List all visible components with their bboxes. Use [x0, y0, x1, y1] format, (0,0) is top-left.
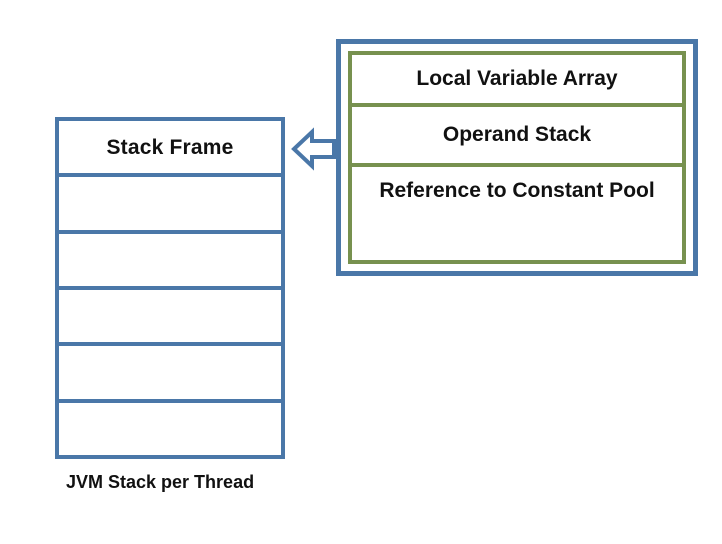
- jvm-stack-table: Stack Frame: [55, 117, 285, 459]
- stack-row-empty-1[interactable]: [59, 177, 281, 234]
- jvm-stack-caption: JVM Stack per Thread: [66, 472, 255, 492]
- stack-row-empty-2[interactable]: [59, 233, 281, 290]
- stack-frame-detail-inner: Local Variable Array Operand Stack Refer…: [348, 51, 686, 264]
- frame-part-label-1: Operand Stack: [442, 122, 592, 146]
- frame-part-operand-stack[interactable]: Operand Stack: [352, 107, 682, 167]
- stack-row-empty-4[interactable]: [59, 346, 281, 403]
- frame-part-reference-to-constant-pool[interactable]: Reference to Constant Pool: [352, 167, 682, 260]
- stack-frame-row[interactable]: Stack Frame: [59, 121, 281, 178]
- stack-frame-label: Stack Frame: [106, 135, 234, 159]
- frame-part-label-0: Local Variable Array: [416, 66, 618, 90]
- stack-row-empty-5[interactable]: [59, 402, 281, 455]
- stack-row-empty-3[interactable]: [59, 289, 281, 347]
- frame-part-label-2: Reference to Constant Pool: [379, 179, 655, 202]
- left-block-arrow-icon: [291, 124, 337, 174]
- frame-part-local-variable-array[interactable]: Local Variable Array: [352, 55, 682, 107]
- stack-frame-detail-panel: Local Variable Array Operand Stack Refer…: [336, 39, 698, 276]
